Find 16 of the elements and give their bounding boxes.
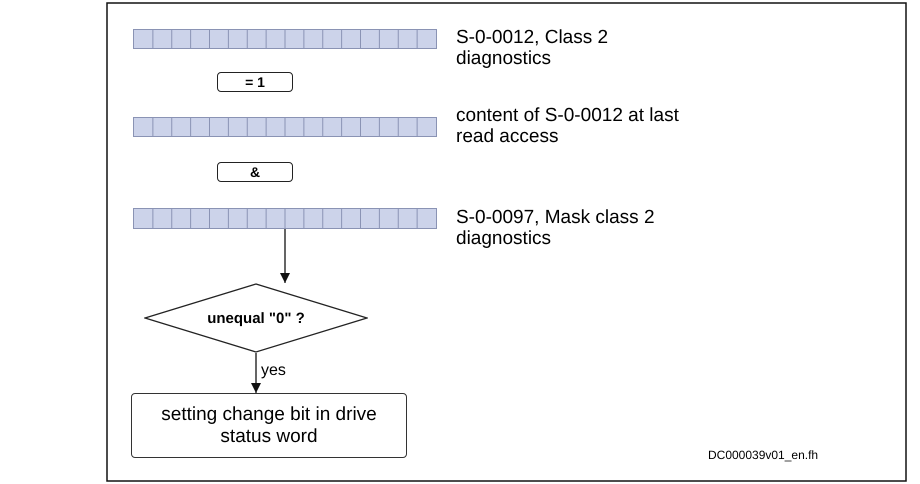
arrow [280, 229, 290, 283]
bit-register-bar [133, 117, 437, 137]
operator-box [217, 72, 293, 92]
arrow [251, 353, 261, 393]
process-text: setting change bit in drive status word [160, 404, 378, 448]
process-box [131, 393, 407, 458]
decision-text: unequal "0" ? [207, 310, 305, 326]
register-caption: S-0-0097, Mask class 2 diagnostics [456, 207, 656, 250]
register-caption: S-0-0012, Class 2 diagnostics [456, 27, 610, 70]
register-caption: content of S-0-0012 at last read access [456, 105, 680, 148]
operator-box [217, 162, 293, 182]
bit-register-bar [133, 208, 437, 229]
bit-register-bar [133, 29, 437, 49]
file-name-note: DC000039v01_en.fh [708, 449, 818, 462]
operator-symbol: = 1 [245, 74, 265, 90]
operator-symbol: & [250, 164, 260, 180]
